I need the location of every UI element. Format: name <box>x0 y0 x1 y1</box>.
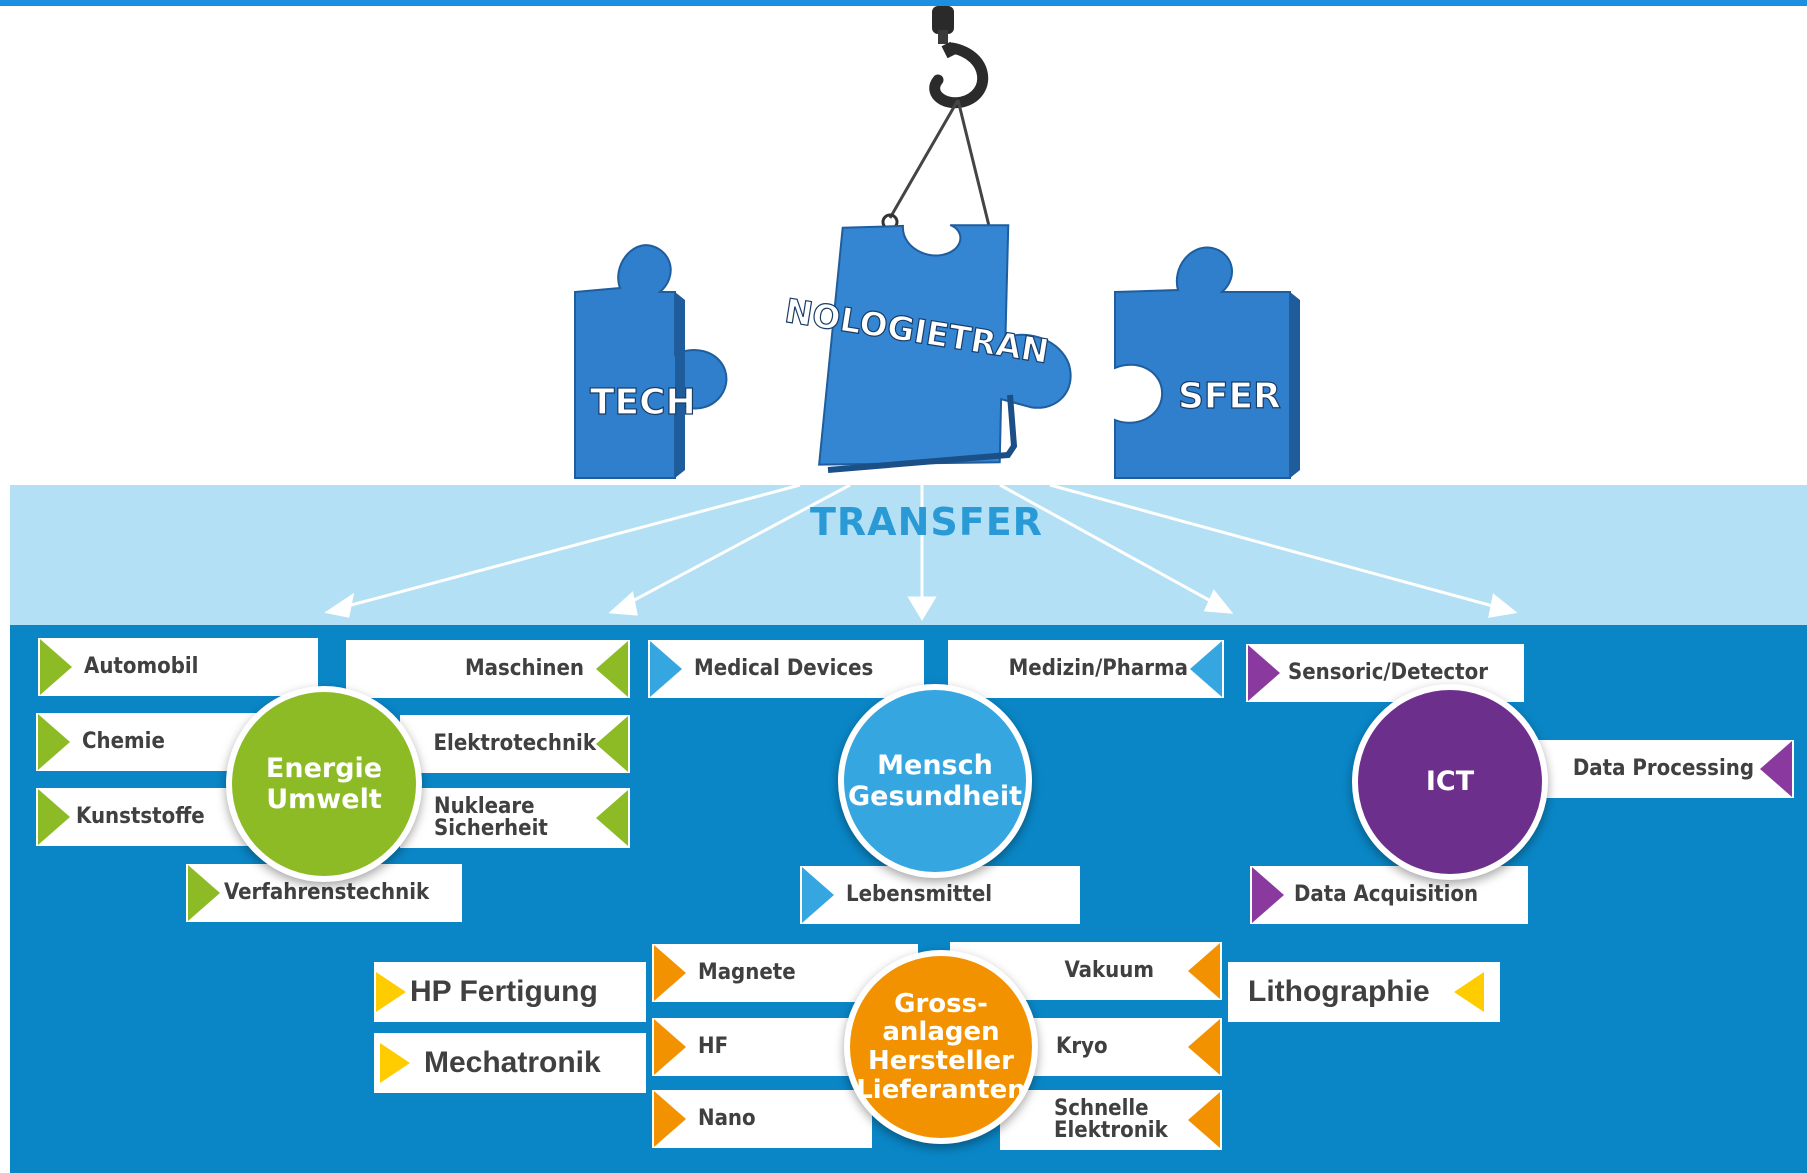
triangle-orange-icon <box>654 1019 686 1075</box>
cluster-label-line: Lieferanten <box>856 1074 1026 1105</box>
circle-mensch-gesundheit: Mensch Gesundheit <box>838 684 1032 878</box>
transfer-heading: TRANSFER <box>810 500 1043 544</box>
tag-medizin-pharma: Medizin/Pharma <box>948 640 1224 698</box>
tag-label: Medizin/Pharma <box>1008 656 1188 681</box>
cluster-label-line: Hersteller <box>867 1046 1015 1076</box>
cluster-label-line: Energie <box>265 752 383 784</box>
tag-label: Elektrotechnik <box>433 731 596 756</box>
cluster-label-line: Gross- <box>894 988 988 1019</box>
cluster-label-line: anlagen <box>882 1017 1000 1048</box>
triangle-blue-icon <box>802 867 834 923</box>
tag-data-acquisition: Data Acquisition <box>1250 866 1528 924</box>
crane-hook-icon <box>881 6 999 243</box>
tag-label-line2: Sicherheit <box>434 816 548 841</box>
tag-elektrotechnik: Elektrotechnik <box>400 715 630 773</box>
triangle-purple-icon <box>1252 867 1284 923</box>
tag-magnete: Magnete <box>652 944 918 1002</box>
triangle-green-icon <box>596 641 628 697</box>
tag-data-processing: Data Processing <box>1530 740 1794 798</box>
tag-hp-fertigung: HP Fertigung <box>374 962 646 1022</box>
tag-label: Magnete <box>698 960 796 985</box>
tag-label: HP Fertigung <box>410 975 598 1008</box>
tag-label: Mechatronik <box>424 1046 601 1079</box>
triangle-orange-icon <box>1188 1092 1220 1148</box>
triangle-yellow-icon <box>380 1043 410 1083</box>
triangle-yellow-icon <box>1454 972 1484 1012</box>
tag-label: HF <box>698 1034 729 1059</box>
triangle-green-icon <box>38 789 70 845</box>
triangle-blue-icon <box>1190 641 1222 697</box>
tag-label: Data Processing <box>1572 756 1754 781</box>
tag-label: Lebensmittel <box>846 882 993 907</box>
triangle-green-icon <box>38 714 70 770</box>
tag-label: Maschinen <box>464 656 584 681</box>
tag-hf: HF <box>652 1018 872 1076</box>
tag-label: Chemie <box>82 729 165 754</box>
tag-label-line1: Schnelle <box>1054 1096 1149 1121</box>
tag-automobil: Automobil <box>38 638 318 696</box>
tag-schnelle-elektronik: Schnelle Elektronik <box>1000 1090 1222 1150</box>
tag-mechatronik: Mechatronik <box>374 1033 646 1093</box>
transfer-band <box>10 485 1807 625</box>
tag-label: Verfahrenstechnik <box>224 880 430 905</box>
puzzle-piece-middle-icon <box>818 224 1072 473</box>
tag-label: Vakuum <box>1064 958 1154 983</box>
triangle-orange-icon <box>1188 943 1220 999</box>
triangle-orange-icon <box>654 1091 686 1147</box>
transfer-arrows <box>324 483 1518 621</box>
puzzle-piece-right-icon <box>1114 246 1300 479</box>
triangle-purple-icon <box>1760 741 1792 797</box>
cluster-label-line: Mensch <box>877 749 993 781</box>
cluster-label-line: ICT <box>1425 766 1475 798</box>
tag-label: Nano <box>698 1106 756 1131</box>
puzzle-text-left: TECH <box>590 382 696 423</box>
puzzle-piece-left-icon <box>574 244 728 479</box>
tag-label: Data Acquisition <box>1294 882 1479 907</box>
tag-lebensmittel: Lebensmittel <box>800 866 1080 924</box>
triangle-blue-icon <box>650 641 682 697</box>
triangle-green-icon <box>188 865 220 921</box>
tag-label-line2: Elektronik <box>1054 1118 1168 1143</box>
top-accent-line <box>0 0 1807 6</box>
circle-grossanlagen: Gross- anlagen Hersteller Lieferanten <box>844 950 1038 1144</box>
tag-label: Medical Devices <box>694 656 874 681</box>
circle-ict: ICT <box>1352 684 1548 880</box>
tag-label: Lithographie <box>1248 975 1430 1008</box>
tag-label: Kryo <box>1056 1034 1108 1059</box>
triangle-green-icon <box>40 639 72 695</box>
tag-medical-devices: Medical Devices <box>648 640 924 698</box>
tag-maschinen: Maschinen <box>346 640 630 698</box>
cluster-label-line: Gesundheit <box>847 781 1022 812</box>
triangle-green-icon <box>596 716 628 772</box>
puzzle-text-right: SFER <box>1178 376 1281 417</box>
tag-label-line1: Nukleare <box>434 794 535 819</box>
triangle-orange-icon <box>1188 1019 1220 1075</box>
tag-label: Automobil <box>84 654 199 679</box>
tag-sensoric-detector: Sensoric/Detector <box>1246 644 1524 702</box>
triangle-green-icon <box>596 790 628 846</box>
tag-nukleare-sicherheit: Nukleare Sicherheit <box>400 788 630 848</box>
triangle-purple-icon <box>1248 645 1280 701</box>
tag-label: Sensoric/Detector <box>1288 660 1488 685</box>
tag-label: Kunststoffe <box>76 804 205 829</box>
triangle-yellow-icon <box>376 972 406 1012</box>
tag-lithographie: Lithographie <box>1228 962 1500 1022</box>
tag-nano: Nano <box>652 1090 872 1148</box>
circle-energie-umwelt: Energie Umwelt <box>226 686 422 882</box>
cluster-label-line: Umwelt <box>266 784 382 815</box>
triangle-orange-icon <box>654 945 686 1001</box>
